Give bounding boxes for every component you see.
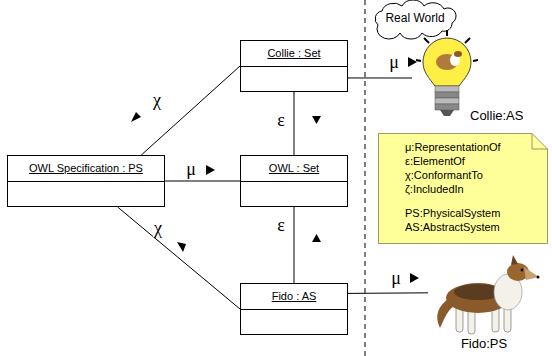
direction-triangle [131, 112, 141, 122]
relation-line [165, 181, 240, 182]
bulb-base [435, 98, 459, 104]
note-line: χ:ConformantTo [405, 169, 483, 182]
direction-triangle [408, 57, 417, 67]
object-name: Fido : AS [272, 290, 317, 303]
system-label: Collie:AS [470, 108, 523, 124]
object-header: Fido : AS [241, 284, 347, 310]
light-ray [446, 30, 448, 36]
relation-label: ε [276, 216, 286, 234]
note-line: μ:RepresentationOf [405, 141, 501, 154]
direction-triangle [177, 242, 186, 252]
relation-line [348, 292, 428, 294]
bulb-base [435, 92, 459, 98]
note-line: ζ:IncludedIn [405, 183, 464, 196]
note-line: PS:PhysicalSystem [405, 207, 500, 220]
bulb-tip [440, 110, 454, 116]
note-line: AS:AbstractSystem [405, 221, 500, 234]
relation-label: ε [276, 111, 286, 129]
direction-triangle [410, 273, 419, 283]
dog-nose [537, 276, 540, 279]
collie-thought [454, 51, 462, 57]
note-fold [532, 134, 548, 150]
relation-line [294, 207, 295, 283]
relation-label: μ [185, 160, 197, 178]
relation-label: μ [390, 269, 402, 287]
object-header: OWL Specification : PS [8, 156, 164, 182]
light-ray [416, 60, 421, 61]
light-ray [473, 60, 478, 61]
direction-triangle [312, 116, 321, 124]
object-name: Collie : Set [267, 47, 320, 60]
object-name: OWL Specification : PS [29, 162, 143, 175]
relation-line [118, 207, 240, 309]
light-ray [424, 38, 429, 43]
relation-line [294, 92, 295, 155]
relation-line [141, 66, 240, 155]
relation-label: χ [152, 91, 162, 109]
object-box: OWL : Set [240, 155, 348, 207]
bulb-glass [423, 38, 471, 86]
note-outline [379, 134, 548, 244]
bulb-base [435, 104, 459, 110]
light-ray [465, 38, 470, 43]
dog-picture: Fido:PS [428, 250, 540, 352]
relation-label: χ [153, 219, 163, 237]
object-box: OWL Specification : PS [7, 155, 165, 207]
direction-triangle [312, 234, 321, 242]
region-label: Real World [368, 3, 462, 25]
note-line: ε:ElementOf [405, 155, 465, 168]
direction-triangle [206, 165, 215, 175]
concept-bulb: Collie:AS [412, 28, 548, 128]
dog-snout [524, 267, 539, 280]
dog-eye [521, 269, 524, 272]
world-boundary [365, 0, 366, 356]
bulb-base [435, 86, 459, 92]
object-box: Collie : Set [240, 40, 348, 92]
cloud-shape: Real World [368, 3, 462, 33]
note-box: μ:RepresentationOfε:ElementOfχ:Conforman… [378, 133, 548, 244]
dog-ear [511, 255, 518, 265]
system-label: Fido:PS [428, 336, 540, 352]
object-box: Fido : AS [240, 283, 348, 335]
object-header: Collie : Set [241, 41, 347, 67]
object-name: OWL : Set [269, 162, 319, 175]
object-header: OWL : Set [241, 156, 347, 182]
relation-label: μ [388, 53, 400, 71]
relation-line [348, 77, 412, 78]
